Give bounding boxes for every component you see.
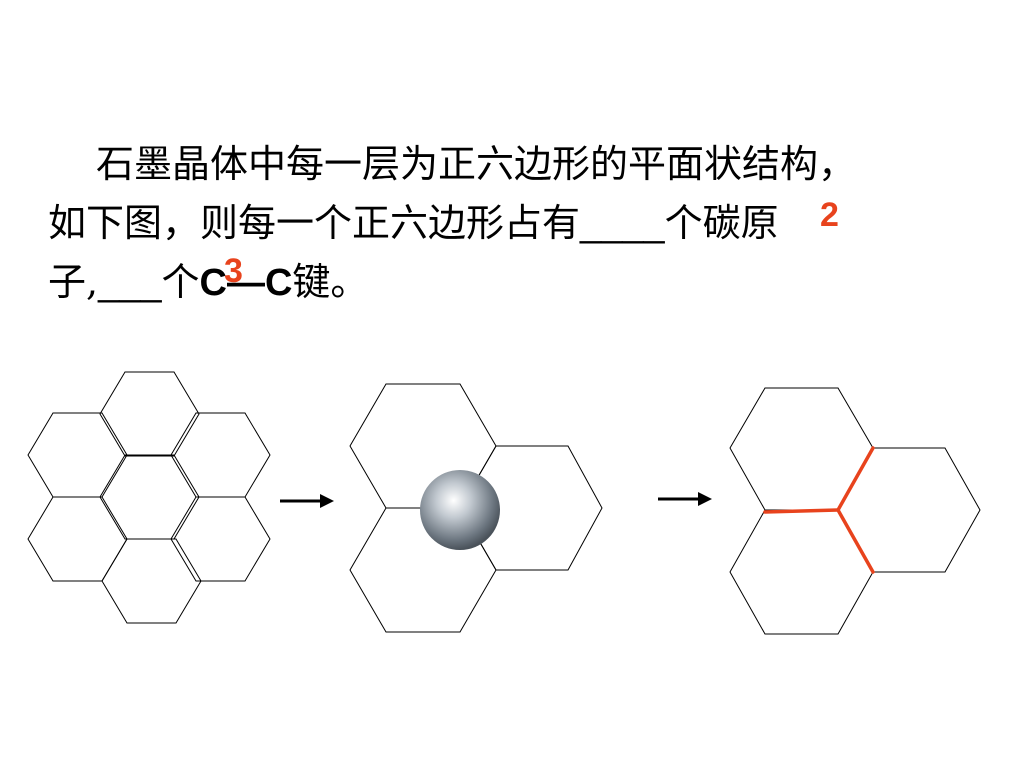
lattice-hexagon-lower-right xyxy=(170,496,271,582)
question-line-3: 子,___个C—C键。 xyxy=(48,253,1008,312)
bond-highlight-left xyxy=(763,508,840,514)
lattice-hexagon-bottom xyxy=(101,538,202,624)
right-hexagon-right xyxy=(837,447,981,573)
question-line-2: 如下图，则每一个正六边形占有____个碳原 xyxy=(48,194,1008,253)
bond-highlight-icon xyxy=(763,446,875,574)
hexagon-lattice-icon xyxy=(27,371,271,624)
blank-carbon-atoms: ____ xyxy=(580,203,665,245)
right-hexagon-top-left xyxy=(729,387,874,511)
right-hexagon-bottom-left xyxy=(729,509,874,635)
blank-cc-bonds: ___ xyxy=(98,262,162,304)
lattice-hexagon-center xyxy=(99,454,200,540)
question-line-2-prefix: 如下图，则每一个正六边形占有 xyxy=(48,201,581,245)
bond-highlight-up xyxy=(836,446,875,512)
lattice-hexagon-top xyxy=(99,371,200,457)
question-line-1-text: 石墨晶体中每一层为正六边形的平面状结构， xyxy=(96,142,857,186)
bond-highlight-down xyxy=(836,508,875,574)
answer-cc-bonds: 3 xyxy=(224,252,243,290)
lattice-hexagon-upper-left xyxy=(27,412,128,498)
lattice-hexagon-lower-left xyxy=(27,496,128,582)
question-line-2-suffix: 个碳原 xyxy=(664,201,779,245)
answer-carbon-atoms: 2 xyxy=(820,196,839,234)
question-line-3-prefix: 子, xyxy=(48,260,99,304)
arrow-right-icon xyxy=(280,494,334,508)
question-line-3-suffix: 键。 xyxy=(292,260,369,304)
carbon-atom-sphere-icon xyxy=(420,470,500,550)
question-line-1: 石墨晶体中每一层为正六边形的平面状结构， xyxy=(48,135,1008,194)
question-line-3-mid: 个 xyxy=(161,260,200,304)
arrow-right-icon xyxy=(658,492,712,506)
bond-label: C—C xyxy=(199,262,293,304)
question-text: 石墨晶体中每一层为正六边形的平面状结构， 如下图，则每一个正六边形占有____个… xyxy=(48,135,1008,312)
lattice-hexagon-upper-right xyxy=(170,412,271,498)
